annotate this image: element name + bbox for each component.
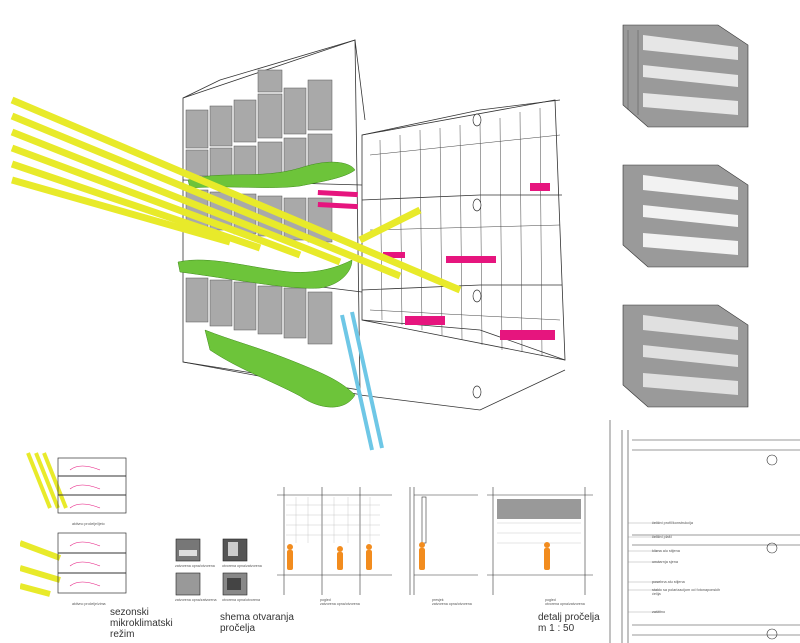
opening-caption-1: zatvorena opna/otvorena <box>175 564 215 568</box>
seasonal-summer-caption: aktivno pročelje/ljeto <box>72 522 105 526</box>
magenta-panels <box>317 183 555 340</box>
main-facade-axonometry <box>10 39 566 451</box>
caption-line: pogled <box>545 598 556 602</box>
detail-label: staklo sa polarizacijom od fotonaponskih… <box>652 588 721 596</box>
detail-label: unutarnja sjena <box>652 560 678 564</box>
opening-caption-4: otvorena opna/otvorena <box>222 598 260 602</box>
section-perspective-1 <box>622 24 749 128</box>
facade-view-1-caption: pogled zatvorena opna/otvorena <box>320 598 360 607</box>
facade-view-1 <box>277 487 392 595</box>
caption-line: presjek <box>432 598 444 602</box>
detail-label: čelični profil/konstrukcija <box>652 521 693 525</box>
opening-caption-3: zatvorena opna/zatvorena <box>175 598 217 602</box>
detail-label: čelični plašt <box>652 535 672 539</box>
opening-title-line: shema otvaranja <box>220 612 294 623</box>
detail-label: klizna alu stijena <box>652 549 680 553</box>
detail-label: zaštitno <box>652 610 666 614</box>
opening-thumb-1 <box>175 538 201 562</box>
seasonal-title: sezonski mikroklimatski režim <box>110 607 173 640</box>
detail-title-line: m 1 : 50 <box>538 623 575 634</box>
detail-title: detalj pročelja m 1 : 50 <box>538 612 600 634</box>
opening-thumb-3 <box>175 572 201 596</box>
facade-view-3 <box>487 487 593 595</box>
human-figures <box>287 544 372 570</box>
greenery <box>177 161 356 408</box>
opening-title-line: pročelja <box>220 623 256 634</box>
seasonal-summer-diagram <box>26 452 127 514</box>
facade-view-3-caption: pogled otvorena opna/zatvorena <box>545 598 585 607</box>
section-perspective-2 <box>622 164 749 268</box>
cool-air <box>340 311 384 451</box>
opening-thumb-2 <box>222 538 248 562</box>
seasonal-title-line: režim <box>110 629 135 640</box>
opening-thumb-4 <box>222 572 248 596</box>
caption-line: zatvorena opna/otvorena <box>432 602 472 607</box>
seasonal-winter-diagram <box>20 532 127 597</box>
detail-label: posebna alu stijena <box>652 580 685 584</box>
facade-section-2 <box>409 487 478 595</box>
facade-detail-section <box>609 420 800 643</box>
seasonal-winter-caption: aktivno pročelje/zima <box>72 602 106 606</box>
sun-rays <box>10 96 462 294</box>
caption-line: pogled <box>320 598 331 602</box>
opening-title: shema otvaranja pročelja <box>220 612 294 634</box>
detail-title-line: detalj pročelja <box>538 612 600 623</box>
section-perspective-3 <box>622 304 749 408</box>
opening-caption-2: otvorena opna/zatvorena <box>222 564 262 568</box>
facade-section-2-caption: presjek zatvorena opna/otvorena <box>432 598 472 607</box>
caption-line: zatvorena opna/otvorena <box>320 602 360 607</box>
caption-line: otvorena opna/zatvorena <box>545 602 585 607</box>
seasonal-title-line: sezonski <box>110 607 149 618</box>
seasonal-title-line: mikroklimatski <box>110 618 173 629</box>
